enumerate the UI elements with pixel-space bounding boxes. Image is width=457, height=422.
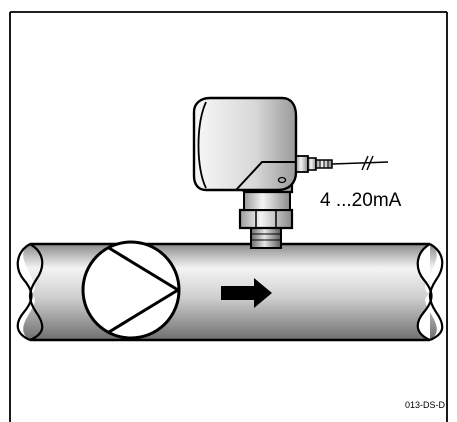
pump-symbol-icon [81, 240, 181, 340]
cable-break-icon [331, 155, 389, 171]
reference-code: 013-DS-D [404, 400, 445, 410]
arrow-right-icon [221, 278, 272, 308]
frame-border [9, 11, 448, 422]
output-signal-label: 4 ...20mA [320, 190, 402, 211]
flow-sensor-icon [192, 96, 333, 249]
